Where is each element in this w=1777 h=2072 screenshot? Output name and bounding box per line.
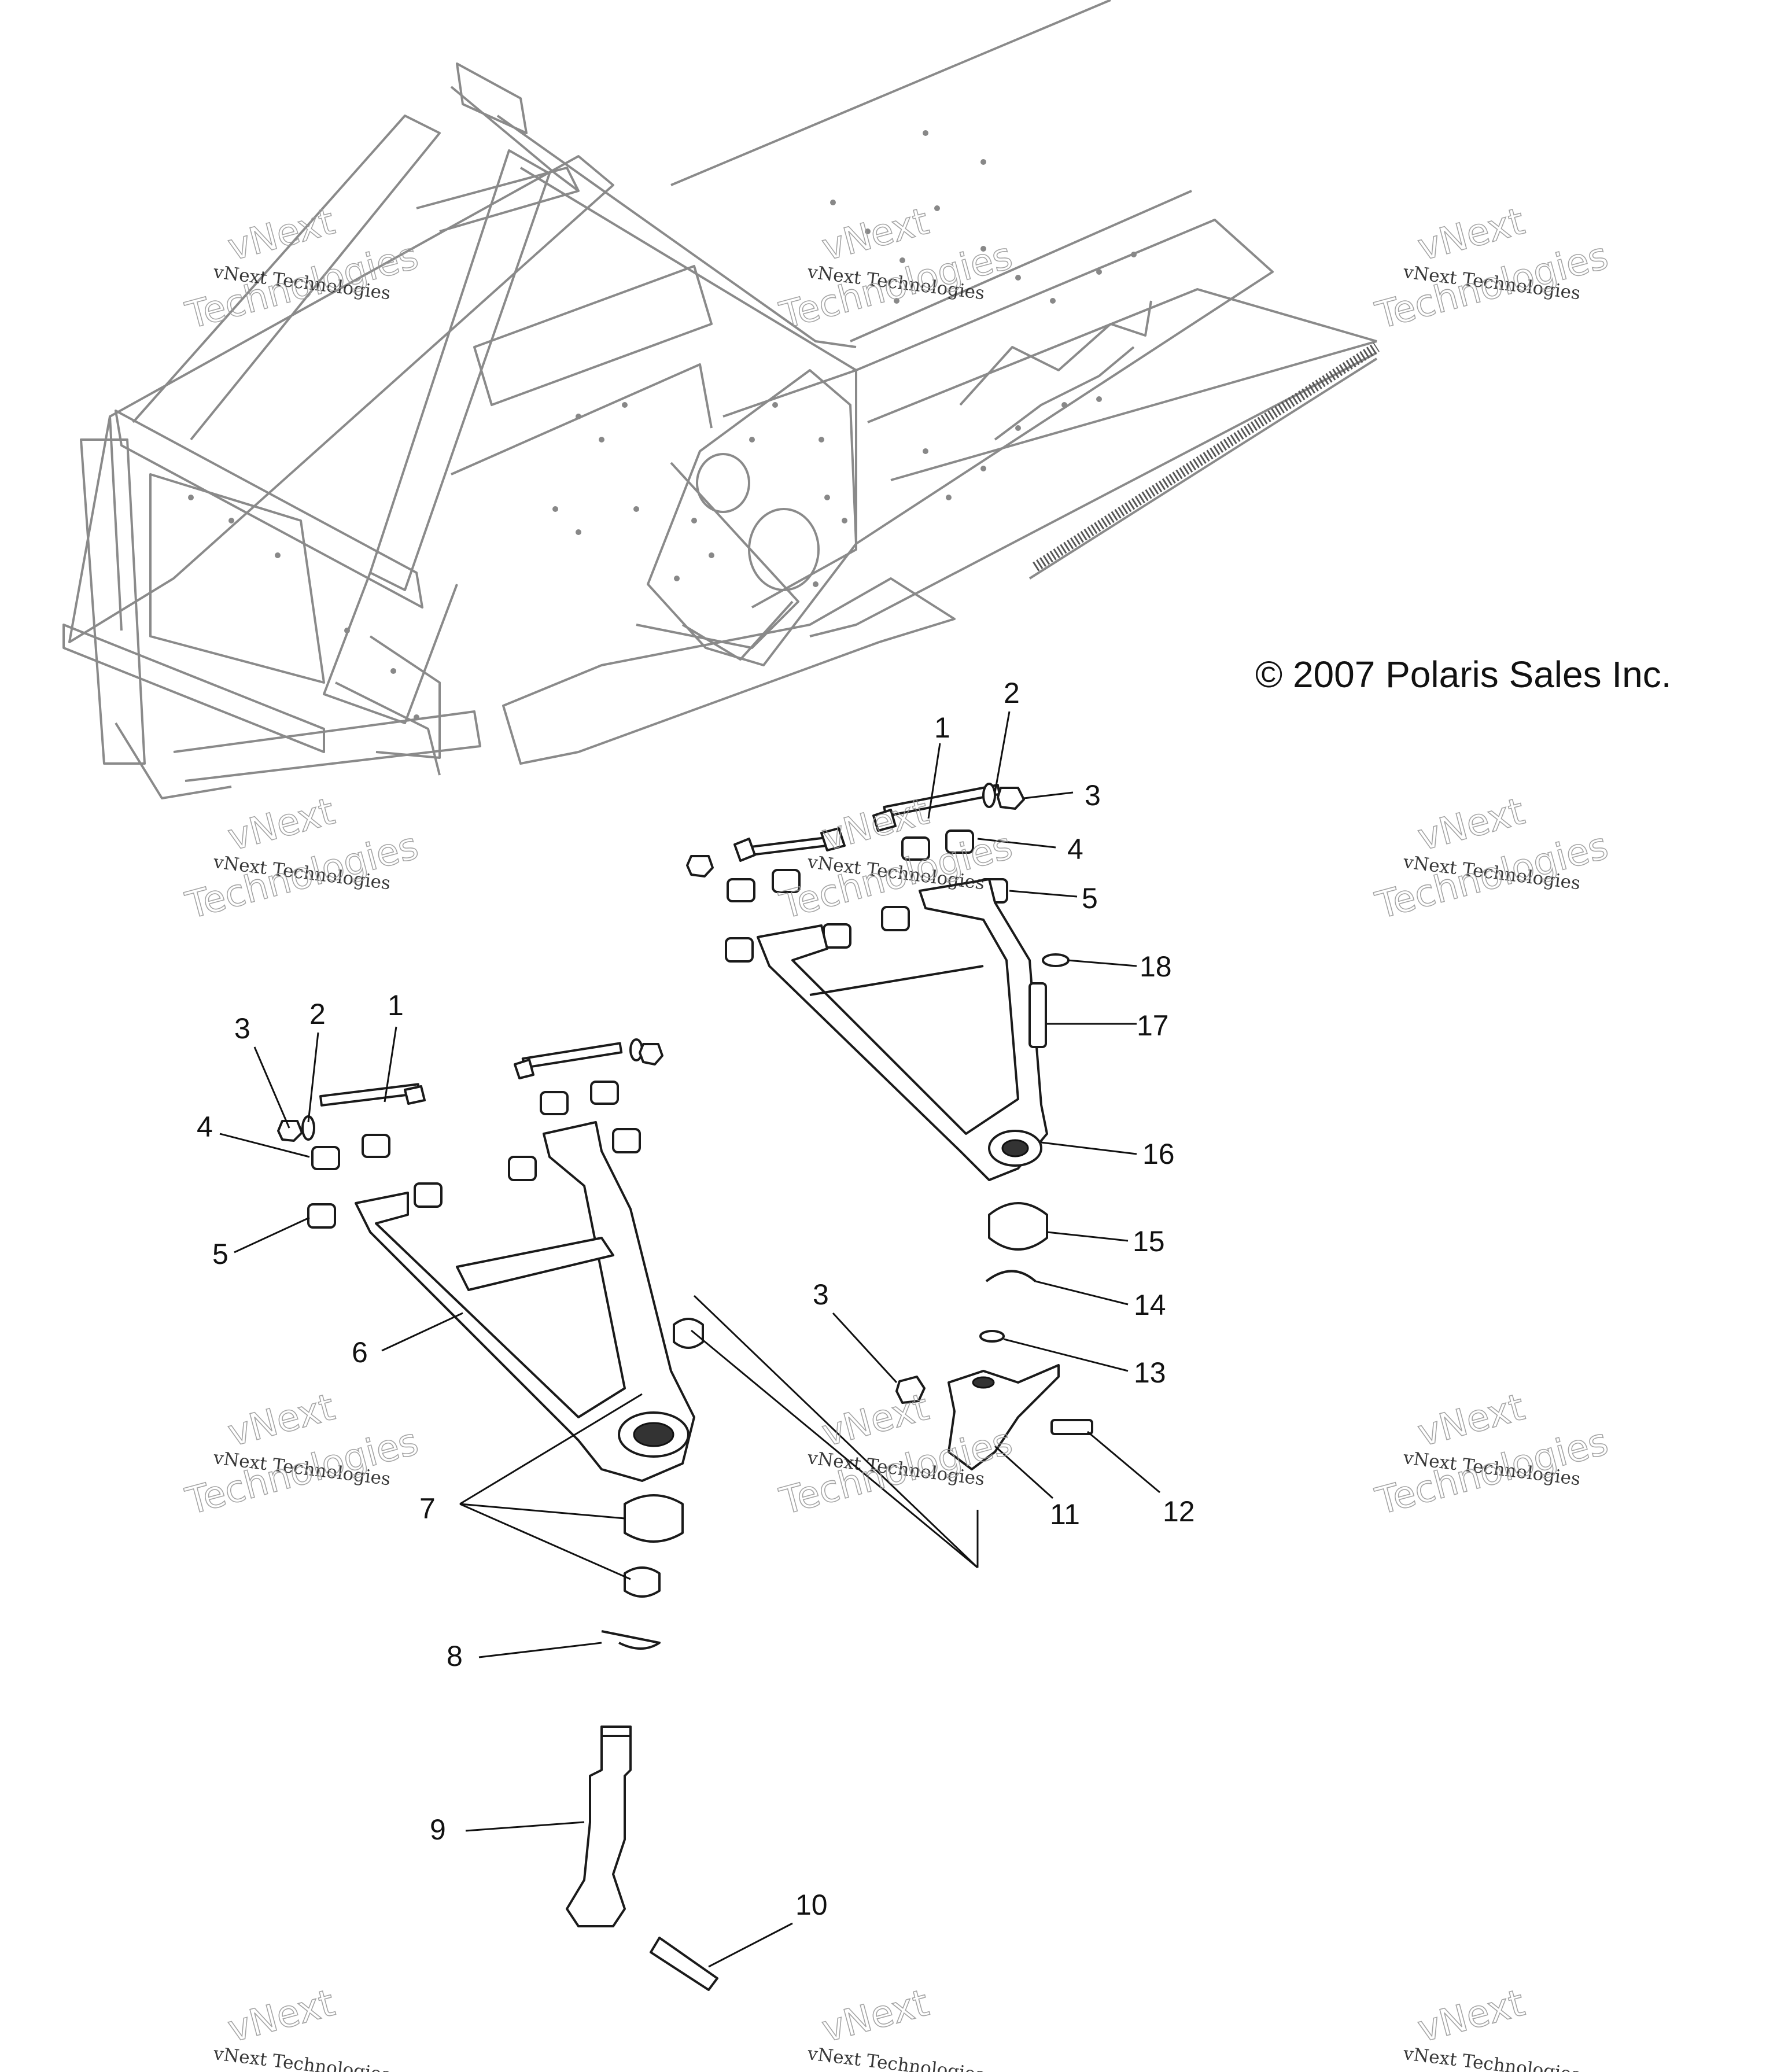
watermarks: vNext vNext Technologies Technologies vN…: [181, 200, 1613, 2072]
spindle-bracket-11: [948, 1364, 1060, 1470]
svg-text:vNext: vNext: [817, 1982, 933, 2051]
callout-5: 5: [1082, 882, 1098, 915]
callout-10: 10: [795, 1889, 828, 1921]
washer: [982, 783, 996, 808]
callout-11: 11: [1050, 1498, 1080, 1531]
leader-lines: [219, 711, 1160, 1968]
callout-13: 13: [1134, 1356, 1166, 1389]
retaining-ring-14: [985, 1270, 1037, 1282]
watermark: vNext vNext Technologies Technologies: [181, 200, 423, 338]
watermark: vNext vNext Technologies Technologies: [181, 1385, 423, 1524]
watermark: vNext vNext Technologies Technologies: [1371, 200, 1613, 338]
bushing-7b: [624, 1494, 684, 1543]
callout-4: 4: [1067, 833, 1083, 865]
ball-joint-15: [988, 1202, 1048, 1251]
callout-1: 1: [934, 711, 950, 744]
callout-3c: 3: [234, 1012, 250, 1045]
clip-8: [601, 1630, 661, 1650]
spindle-9: [566, 1728, 632, 1927]
bushing-7a: [673, 1318, 704, 1349]
callout-3: 3: [1085, 779, 1101, 812]
callout-18: 18: [1140, 950, 1172, 983]
callout-8: 8: [447, 1640, 463, 1672]
callout-2b: 2: [309, 998, 326, 1030]
watermark: vNext vNext Technologies: [212, 1981, 392, 2072]
svg-text:vNext Technologies: vNext Technologies: [212, 2043, 392, 2072]
callout-labels: 1 2 3 4 5 18 17 16 15 14 13 3 11 12 1 2 …: [197, 677, 1195, 1921]
callout-2: 2: [1004, 677, 1020, 709]
watermark: vNext vNext Technologies Technologies: [1371, 790, 1613, 928]
nut: [686, 855, 714, 878]
nut-lower: [895, 1376, 926, 1404]
pivot-bolt-right-upper: [733, 783, 1001, 862]
callout-16: 16: [1142, 1138, 1175, 1170]
washer-18: [1042, 953, 1070, 967]
svg-text:vNext Technologies: vNext Technologies: [806, 2043, 986, 2072]
svg-text:vNext Technologies: vNext Technologies: [1402, 2043, 1581, 2072]
bushing-7c: [624, 1566, 661, 1598]
nut-left: [277, 1120, 303, 1142]
outer-bushings-right: [725, 878, 1008, 963]
copyright-notice: © 2007 Polaris Sales Inc.: [1255, 654, 1672, 695]
watermark: vNext vNext Technologies: [806, 1981, 986, 2072]
svg-text:vNext: vNext: [1413, 1982, 1529, 2051]
pin-17: [1028, 982, 1047, 1048]
callout-14: 14: [1134, 1289, 1166, 1321]
bushings-right: [727, 829, 974, 902]
callout-7: 7: [419, 1492, 436, 1525]
callout-4b: 4: [197, 1111, 213, 1143]
nut: [997, 787, 1025, 810]
callout-3b: 3: [813, 1278, 829, 1311]
callout-17: 17: [1137, 1009, 1169, 1042]
bolt-12: [1050, 1419, 1093, 1435]
pivot-bolt-left: [319, 1083, 421, 1107]
callout-6: 6: [352, 1336, 368, 1369]
washer-13: [979, 1330, 1005, 1343]
watermark: vNext vNext Technologies Technologies: [1371, 1385, 1613, 1524]
callout-5b: 5: [212, 1238, 228, 1270]
svg-text:vNext: vNext: [223, 1982, 339, 2051]
callout-15: 15: [1133, 1225, 1165, 1258]
pin-10: [650, 1937, 718, 1991]
watermark: vNext vNext Technologies Technologies: [181, 790, 423, 928]
lower-a-arm-6: [355, 1121, 695, 1482]
watermark: vNext vNext Technologies: [1402, 1981, 1581, 2072]
callout-9: 9: [430, 1813, 446, 1846]
callout-12: 12: [1163, 1495, 1195, 1528]
left-a-arm-assembly: [277, 1038, 718, 1991]
right-upper-a-arm-assembly: [686, 783, 1093, 1470]
chassis-frame: [62, 0, 1380, 799]
callout-1b: 1: [388, 989, 404, 1022]
